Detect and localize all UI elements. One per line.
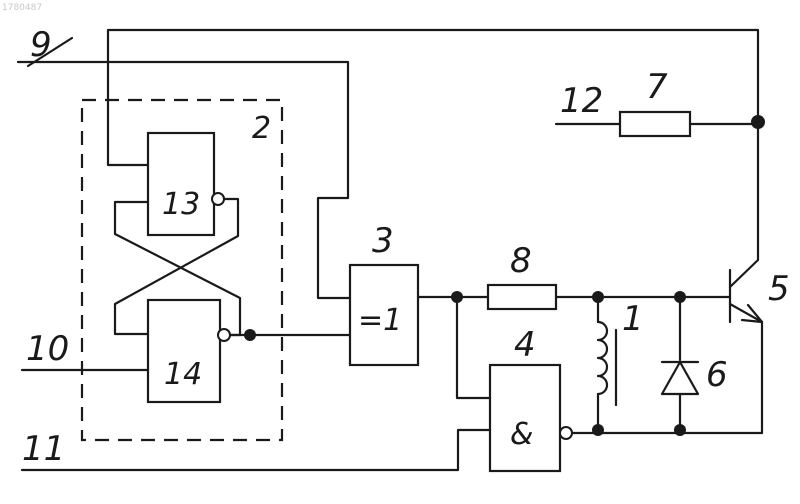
input-10-label: 10 xyxy=(26,329,69,369)
transistor-collector xyxy=(730,122,758,287)
transistor-label: 5 xyxy=(768,269,790,309)
junction-collector xyxy=(751,115,765,129)
resistor-7: 7 xyxy=(620,67,690,136)
and-gate-4: & 4 xyxy=(490,325,572,471)
gate-13: 13 xyxy=(148,133,224,235)
input-11: 11 xyxy=(22,429,490,470)
input-10: 10 xyxy=(22,329,148,370)
input-11-label: 11 xyxy=(22,429,65,469)
inverter-bubble-14 xyxy=(218,329,230,341)
xor-gate-label: 3 xyxy=(372,221,394,261)
transistor-5: 5 xyxy=(730,122,790,322)
input-12: 12 xyxy=(556,81,620,124)
input-12-label: 12 xyxy=(560,81,603,121)
gate-13-label: 13 xyxy=(162,187,200,222)
resistor-7-label: 7 xyxy=(646,67,668,107)
inverter-bubble-13 xyxy=(212,193,224,205)
and-inverter-bubble xyxy=(560,427,572,439)
coil-label: 1 xyxy=(622,299,644,339)
diode-6: 6 xyxy=(662,297,728,430)
junction-coil-bottom xyxy=(592,424,604,436)
diode-label: 6 xyxy=(706,355,728,395)
resistor-8: 8 xyxy=(488,241,556,309)
xor-gate-3: =1 3 xyxy=(350,221,418,365)
xor-gate-symbol: =1 xyxy=(358,303,402,338)
input-11-wire xyxy=(22,430,490,470)
gate-14: 14 xyxy=(148,300,230,402)
xor-to-and-wire xyxy=(457,297,490,398)
figure-id: 1780487 xyxy=(2,3,42,13)
and-gate-label: 4 xyxy=(514,325,536,365)
coil-1: 1 xyxy=(598,297,644,430)
resistor-8-label: 8 xyxy=(510,241,532,281)
junction-trigger-out xyxy=(244,329,256,341)
and-gate-symbol: & xyxy=(510,417,533,452)
gate-14-label: 14 xyxy=(164,357,202,392)
trigger-block-label: 2 xyxy=(252,111,271,146)
